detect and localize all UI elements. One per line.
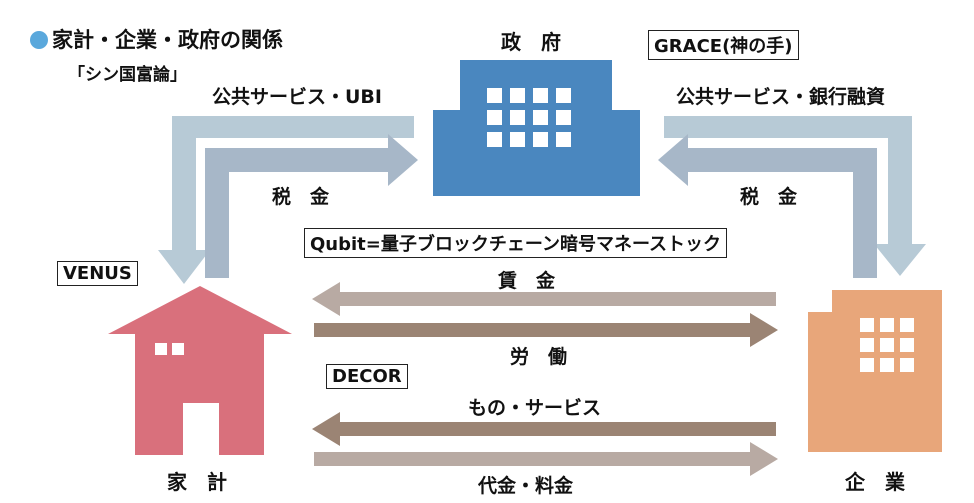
government-building-icon <box>433 60 640 196</box>
company-tax-label: 税 金 <box>740 186 798 208</box>
venus-box: VENUS <box>57 261 138 286</box>
wages-label: 賃 金 <box>498 270 556 292</box>
flow-arrow-household-tax <box>205 134 418 278</box>
payment-label: 代金・料金 <box>478 475 574 497</box>
flow-arrow-gov-to-company <box>664 116 926 276</box>
flow-arrow-goods-services <box>312 412 776 446</box>
goods-services-label: もの・サービス <box>468 397 602 419</box>
household-house-icon <box>108 286 292 455</box>
qubit-box: Qubit=量子ブロックチェーン暗号マネーストック <box>304 228 728 258</box>
household-tax-label: 税 金 <box>272 186 330 208</box>
flow-arrow-labor <box>314 313 778 347</box>
flow-arrow-wages <box>312 282 776 316</box>
flow-arrow-company-tax <box>658 134 877 278</box>
bullet-icon <box>30 31 48 49</box>
company-building-icon <box>808 290 942 452</box>
grace-box: GRACE(神の手) <box>648 30 799 60</box>
diagram-title-text: 家計・企業・政府の関係 <box>52 28 283 52</box>
company-label: 企 業 <box>845 470 905 494</box>
gov-to-company-label: 公共サービス・銀行融資 <box>676 86 886 108</box>
diagram-title: 家計・企業・政府の関係 <box>30 24 283 54</box>
household-label: 家 計 <box>167 470 227 494</box>
labor-label: 労 働 <box>510 346 568 368</box>
gov-to-household-label: 公共サービス・UBI <box>212 86 382 108</box>
decor-box: DECOR <box>326 364 408 389</box>
diagram-subtitle: 「シン国富論」 <box>68 65 187 85</box>
flow-arrow-gov-to-household <box>158 116 414 284</box>
flow-arrow-payment <box>314 442 778 476</box>
government-label: 政 府 <box>501 30 561 54</box>
